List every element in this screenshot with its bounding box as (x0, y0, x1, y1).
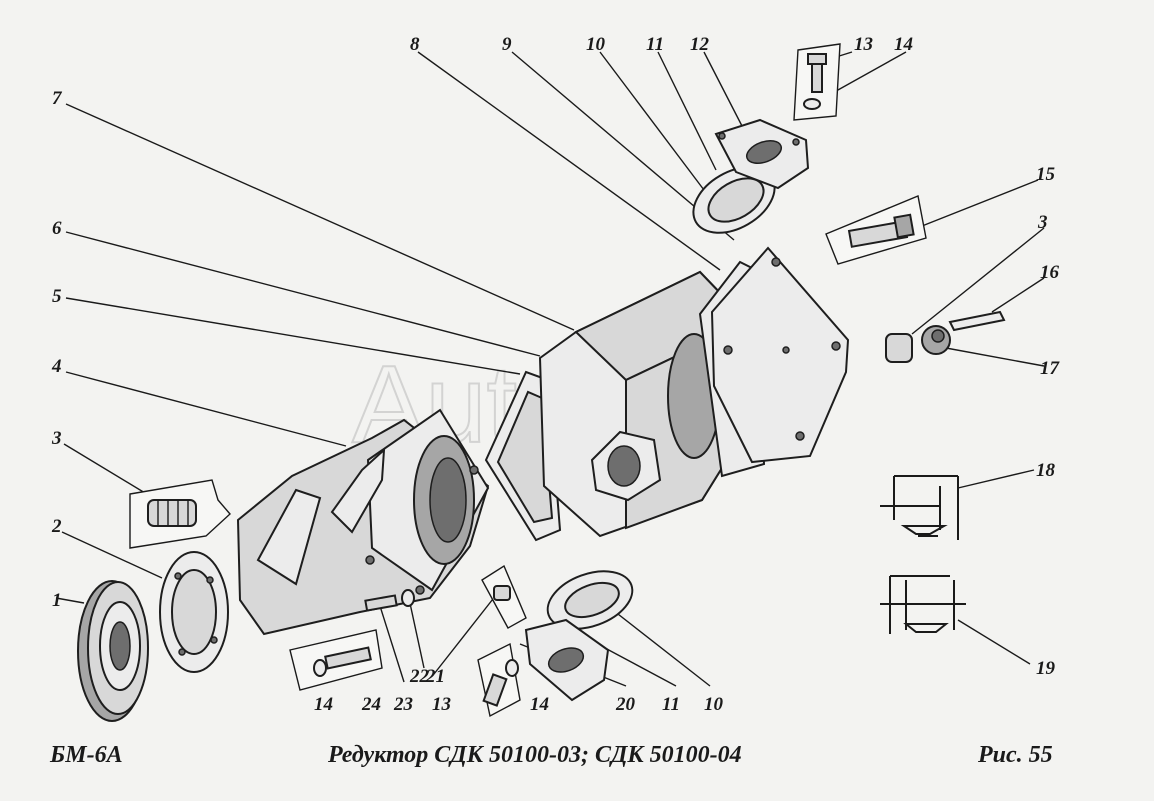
part-20-21-lower-flange (481, 564, 634, 702)
callout-labels: 1 2 3 4 5 6 7 8 9 10 11 12 13 14 15 3 16… (51, 34, 1061, 715)
callout-6: 6 (52, 218, 62, 239)
callout-18: 18 (1036, 460, 1056, 481)
part-3-plug-box-left (129, 479, 231, 549)
leader-lines (55, 51, 1045, 687)
callout-23: 23 (393, 694, 413, 715)
callout-14-top: 14 (894, 34, 913, 55)
callout-1: 1 (52, 590, 62, 611)
part-18-schematic (880, 475, 959, 540)
callout-20: 20 (615, 694, 636, 715)
callout-17: 17 (1040, 358, 1061, 379)
part-22-23-24-bolts (289, 589, 521, 718)
part-13-14-bolt-box-top (793, 43, 841, 121)
callout-14-bottom-left: 14 (314, 694, 333, 715)
callout-24: 24 (361, 694, 381, 715)
callout-2: 2 (51, 516, 62, 537)
callout-16: 16 (1040, 262, 1060, 283)
callout-10-bottom: 10 (704, 694, 724, 715)
callout-3-right: 3 (1037, 212, 1048, 233)
figure-label: Рис. 55 (978, 742, 1053, 768)
part-7-gearbox-housing (538, 270, 750, 538)
model-label: БМ-6А (50, 742, 123, 768)
part-10-11-12-top-flange (692, 118, 810, 234)
callout-13-bottom: 13 (432, 694, 451, 715)
part-3-16-17-right (885, 310, 1006, 363)
callout-13-top: 13 (854, 34, 873, 55)
callout-11-bottom: 11 (662, 694, 680, 715)
diagram-title: Редуктор СДК 50100-03; СДК 50100-04 (328, 742, 742, 768)
callout-22: 22 (409, 666, 430, 687)
part-15-bolt-box (825, 195, 927, 265)
part-19-schematic (880, 575, 966, 634)
callout-14-bottom: 14 (530, 694, 549, 715)
part-1-seal-cuff (77, 580, 149, 722)
callout-11-top: 11 (646, 34, 664, 55)
part-4-flange-housing (236, 408, 490, 636)
callout-5: 5 (52, 286, 62, 307)
callout-15: 15 (1036, 164, 1056, 185)
callout-3-left: 3 (51, 428, 62, 449)
callout-10-top: 10 (586, 34, 606, 55)
callout-12: 12 (690, 34, 710, 55)
callout-4: 4 (51, 356, 62, 377)
callout-9: 9 (502, 34, 512, 55)
callout-7: 7 (52, 88, 63, 109)
part-2-gasket (159, 551, 229, 673)
callout-19: 19 (1036, 658, 1056, 679)
callout-8: 8 (410, 34, 420, 55)
part-cover-plate (710, 246, 850, 464)
callout-21: 21 (425, 666, 445, 687)
